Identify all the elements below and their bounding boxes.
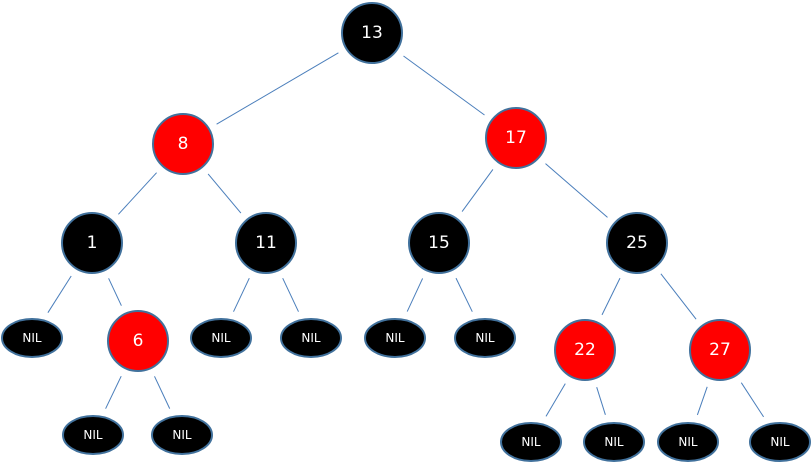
- black-node-shape: [190, 318, 252, 358]
- black-node-shape: [500, 422, 562, 462]
- tree-node-6: 6: [107, 310, 169, 372]
- red-node-shape: [107, 310, 169, 372]
- edge-n27-nil10: [696, 386, 708, 416]
- node-label: NIL: [172, 428, 192, 442]
- red-node-shape: [689, 319, 751, 381]
- tree-edges: [47, 52, 765, 418]
- black-node-shape: [364, 318, 426, 358]
- black-node-shape: [408, 212, 470, 274]
- red-node-shape: [554, 319, 616, 381]
- tree-node-25: 25: [606, 212, 668, 274]
- black-node-shape: [1, 318, 63, 358]
- edge-n1-nil1: [47, 275, 72, 313]
- tree-node-11: 11: [235, 212, 297, 274]
- node-label: 6: [133, 331, 144, 351]
- edge-n13-n17: [403, 55, 485, 116]
- black-node-shape: [606, 212, 668, 274]
- tree-node-1: 1: [61, 212, 123, 274]
- edge-n11-nil3: [282, 277, 299, 312]
- nil-leaf-node: NIL: [364, 318, 426, 358]
- node-label: 22: [574, 340, 596, 360]
- black-node-shape: [151, 415, 213, 455]
- nil-leaf-node: NIL: [454, 318, 516, 358]
- nil-leaf-node: NIL: [749, 422, 811, 462]
- nil-leaf-node: NIL: [280, 318, 342, 358]
- tree-node-15: 15: [408, 212, 470, 274]
- nil-leaf-node: NIL: [657, 422, 719, 462]
- nil-leaf-node: NIL: [190, 318, 252, 358]
- black-node-shape: [454, 318, 516, 358]
- edge-n22-nil8: [545, 383, 566, 417]
- node-label: NIL: [211, 331, 231, 345]
- node-label: NIL: [301, 331, 321, 345]
- node-label: NIL: [385, 331, 405, 345]
- red-node-shape: [485, 107, 547, 169]
- nil-leaf-node: NIL: [583, 422, 645, 462]
- node-label: 1: [87, 233, 98, 253]
- edge-n6-nil6: [105, 375, 122, 409]
- node-label: NIL: [83, 428, 103, 442]
- tree-node-22: 22: [554, 319, 616, 381]
- edge-n8-n1: [118, 172, 157, 215]
- tree-node-27: 27: [689, 319, 751, 381]
- node-label: NIL: [678, 435, 698, 449]
- edge-n25-n22: [601, 277, 621, 316]
- node-label: NIL: [475, 331, 495, 345]
- black-node-shape: [62, 415, 124, 455]
- nil-leaf-node: NIL: [500, 422, 562, 462]
- red-node-shape: [152, 113, 214, 175]
- edge-n13-n8: [216, 52, 339, 125]
- black-node-shape: [280, 318, 342, 358]
- edge-n17-n15: [461, 169, 494, 212]
- node-label: NIL: [22, 331, 42, 345]
- edge-n11-nil2: [233, 277, 250, 312]
- tree-node-17: 17: [485, 107, 547, 169]
- black-node-shape: [341, 2, 403, 64]
- node-label: NIL: [521, 435, 541, 449]
- node-label: 8: [178, 134, 189, 154]
- edge-n6-nil7: [154, 376, 171, 409]
- edge-n27-nil11: [740, 382, 765, 418]
- node-label: 11: [255, 233, 277, 253]
- node-label: NIL: [604, 435, 624, 449]
- node-label: 17: [505, 128, 527, 148]
- nil-leaf-node: NIL: [151, 415, 213, 455]
- node-label: 25: [626, 233, 648, 253]
- nil-leaf-node: NIL: [1, 318, 63, 358]
- black-node-shape: [749, 422, 811, 462]
- black-node-shape: [657, 422, 719, 462]
- edge-n17-n25: [545, 163, 608, 218]
- edge-n15-nil4: [406, 278, 424, 312]
- node-label: 15: [428, 233, 450, 253]
- tree-node-13: 13: [341, 2, 403, 64]
- edge-n22-nil9: [596, 387, 606, 415]
- tree-node-8: 8: [152, 113, 214, 175]
- black-node-shape: [61, 212, 123, 274]
- black-node-shape: [583, 422, 645, 462]
- edge-n1-n6: [108, 278, 122, 306]
- black-node-shape: [235, 212, 297, 274]
- edge-n15-nil5: [455, 277, 473, 312]
- node-label: NIL: [770, 435, 790, 449]
- edge-n25-n27: [660, 273, 697, 320]
- edge-n8-n11: [207, 173, 242, 214]
- node-label: 13: [361, 23, 383, 43]
- node-label: 27: [709, 340, 731, 360]
- nil-leaf-node: NIL: [62, 415, 124, 455]
